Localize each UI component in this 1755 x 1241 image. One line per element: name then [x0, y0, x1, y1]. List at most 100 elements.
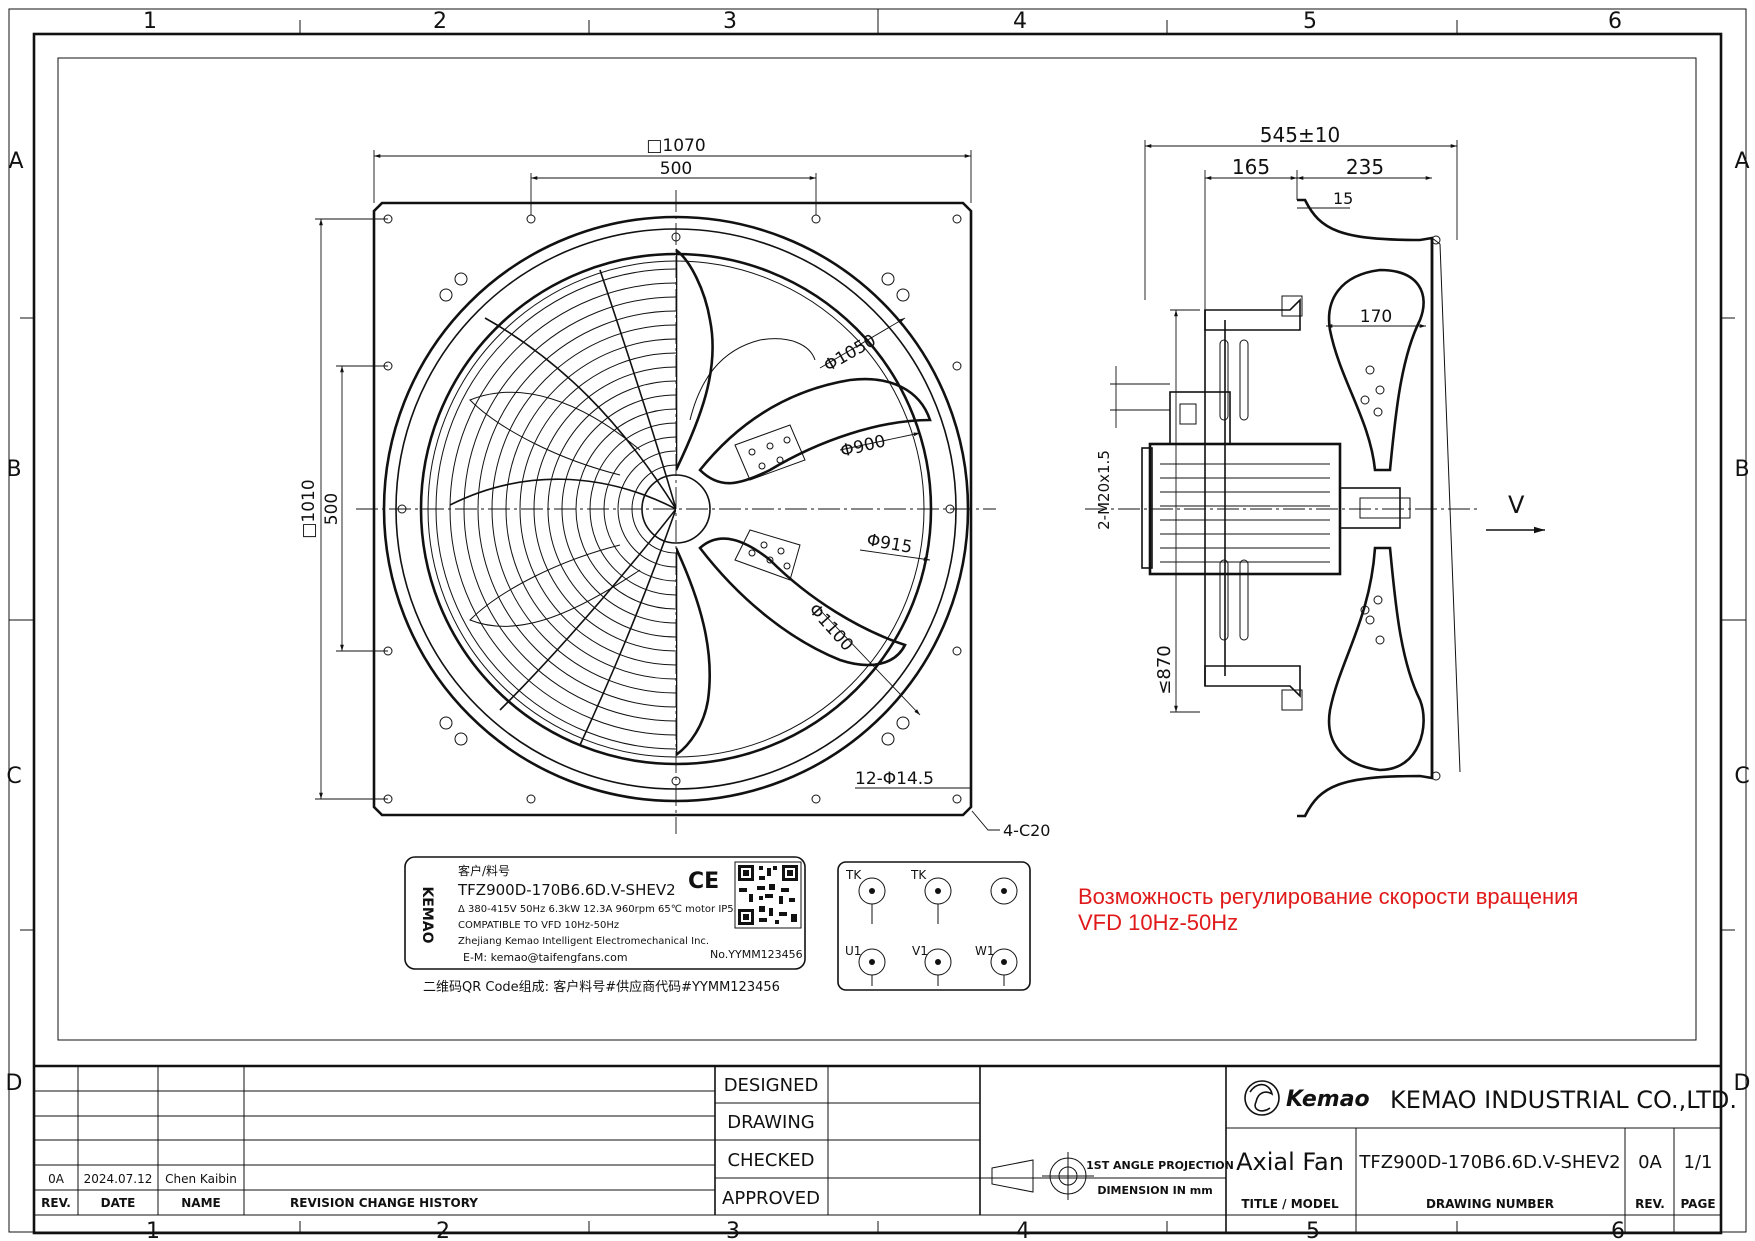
nameplate-specs: Δ 380-415V 50Hz 6.3kW 12.3A 960rpm 65℃ m… — [458, 904, 740, 915]
zone-col-6: 6 — [1608, 9, 1622, 34]
projection-label: 1ST ANGLE PROJECTION — [1086, 1159, 1234, 1172]
dim-hole-spacing-v: 500 — [322, 493, 342, 525]
label-designed: DESIGNED — [724, 1075, 819, 1096]
zone-col-6-bottom: 6 — [1611, 1219, 1625, 1241]
zone-col-4-bottom: 4 — [1016, 1219, 1030, 1241]
zone-labels: 1 2 3 4 5 6 1 2 3 4 5 6 A B C D A B C D — [6, 9, 1751, 1241]
header-title-model: TITLE / MODEL — [1241, 1197, 1339, 1211]
company-logo-text: Kemao — [1286, 1087, 1370, 1112]
note-line-2: VFD 10Hz-50Hz — [1078, 910, 1239, 935]
dim-corners: 4-C20 — [1003, 821, 1050, 840]
nameplate: KEMAO 客户/料号 TFZ900D-170B6.6D.V-SHEV2 Δ 3… — [404, 856, 806, 995]
zone-row-b: B — [6, 457, 21, 482]
rev-value: 0A — [1638, 1152, 1662, 1173]
dim-flange: 15 — [1333, 189, 1353, 208]
label-approved: APPROVED — [722, 1188, 820, 1209]
motor-shaft — [1339, 487, 1401, 529]
revision-header-name: NAME — [181, 1196, 220, 1210]
dim-cable: 2-M20x1.5 — [1095, 450, 1113, 530]
zone-row-a-right: A — [1734, 149, 1749, 174]
company-logo: Kemao — [1244, 1080, 1370, 1116]
nameplate-number: No.YYMM123456 — [710, 948, 803, 961]
impeller-blade-bottom — [1327, 546, 1425, 772]
revision-date: 2024.07.12 — [84, 1172, 153, 1186]
page-value: 1/1 — [1684, 1152, 1713, 1173]
zone-col-5: 5 — [1303, 9, 1317, 34]
bracket — [1204, 298, 1301, 698]
nameplate-model: TFZ900D-170B6.6D.V-SHEV2 — [457, 881, 676, 899]
revision-header-rev: REV. — [41, 1196, 71, 1210]
nameplate-logo: KEMAO — [419, 886, 435, 943]
terminal-w1: W1 — [975, 944, 995, 958]
dim-frame-width: □1070 — [646, 136, 705, 156]
note-line-1: Возможность регулирование скорости враще… — [1078, 884, 1579, 909]
shroud — [1297, 198, 1434, 818]
nameplate-company: Zhejiang Kemao Intelligent Electromechan… — [458, 936, 709, 947]
nameplate-email: E-M: kemao@taifengfans.com — [463, 951, 628, 964]
terminal-box — [1169, 391, 1231, 445]
dim-left: 165 — [1232, 155, 1270, 179]
zone-row-d: D — [6, 1071, 23, 1096]
zone-col-4: 4 — [1013, 9, 1027, 34]
hub — [641, 474, 711, 544]
speed-control-note: Возможность регулирование скорости враще… — [1078, 884, 1578, 936]
revision-rev: 0A — [48, 1172, 65, 1186]
terminal-tk-2: TK — [910, 868, 927, 882]
zone-row-c: C — [6, 764, 21, 789]
company-name: KEMAO INDUSTRIAL CO.,LTD. — [1390, 1086, 1737, 1114]
header-rev: REV. — [1635, 1197, 1665, 1211]
terminal-diagram: TK TK U1 V1 W1 — [837, 861, 1031, 991]
mounting-holes — [383, 214, 962, 804]
terminal-u1: U1 — [845, 944, 861, 958]
zone-col-1: 1 — [143, 9, 157, 34]
terminal-tk-1: TK — [845, 868, 862, 882]
ce-mark: CE — [688, 869, 719, 894]
dim-d915: Φ915 — [865, 530, 914, 558]
projection-symbol — [991, 1152, 1094, 1200]
zone-row-c-right: C — [1734, 764, 1749, 789]
front-view: □1070 500 □1010 500 Φ1050 Φ900 Φ915 Φ110… — [299, 136, 1050, 840]
motor-fins — [1160, 463, 1330, 563]
impeller-blade-top — [1327, 268, 1425, 472]
zone-col-3-bottom: 3 — [726, 1219, 740, 1241]
dim-d1050: Φ1050 — [821, 331, 880, 377]
dim-height: ≤870 — [1154, 645, 1175, 694]
zone-row-b-right: B — [1734, 457, 1749, 482]
zone-col-5-bottom: 5 — [1306, 1219, 1320, 1241]
qr-code — [734, 861, 802, 929]
fan-guard — [435, 268, 676, 750]
title-block: 0A 2024.07.12 Chen Kaibin REV. DATE NAME… — [34, 1064, 1737, 1233]
zone-col-3: 3 — [723, 9, 737, 34]
revision-header-date: DATE — [101, 1196, 136, 1210]
airflow-label: V — [1508, 491, 1525, 519]
fan-blades — [676, 248, 932, 757]
label-checked: CHECKED — [727, 1150, 814, 1171]
header-page: PAGE — [1680, 1197, 1715, 1211]
nameplate-vfd: COMPATIBLE TO VFD 10Hz-50Hz — [458, 920, 619, 931]
label-drawing: DRAWING — [727, 1112, 815, 1133]
dim-right: 235 — [1346, 155, 1384, 179]
revision-header-history: REVISION CHANGE HISTORY — [290, 1196, 478, 1210]
dim-frame-height: □1010 — [299, 479, 319, 538]
terminal-v1: V1 — [912, 944, 928, 958]
title-value: Axial Fan — [1236, 1148, 1344, 1176]
dim-blade: 170 — [1360, 307, 1392, 327]
dimension-label: DIMENSION IN mm — [1097, 1184, 1212, 1197]
sheet-border — [8, 8, 1747, 1235]
dim-hole-spacing-h: 500 — [660, 159, 692, 179]
zone-row-d-right: D — [1734, 1071, 1751, 1096]
zone-col-1-bottom: 1 — [146, 1219, 160, 1241]
mounting-plate — [372, 201, 973, 817]
nameplate-customer: 客户/料号 — [458, 863, 510, 878]
dim-overall: 545±10 — [1260, 123, 1340, 147]
header-drawing-number: DRAWING NUMBER — [1426, 1197, 1554, 1211]
drawing-number: TFZ900D-170B6.6D.V-SHEV2 — [1358, 1152, 1620, 1173]
zone-row-a: A — [8, 149, 23, 174]
side-view: V 545±10 165 235 15 170 2-M20x1.5 ≤870 — [1085, 123, 1545, 818]
dim-holes: 12-Φ14.5 — [855, 769, 934, 789]
zone-col-2: 2 — [433, 9, 447, 34]
revision-name: Chen Kaibin — [165, 1172, 237, 1186]
qr-note: 二维码QR Code组成: 客户料号#供应商代码#YYMM123456 — [423, 979, 780, 995]
zone-col-2-bottom: 2 — [436, 1219, 450, 1241]
